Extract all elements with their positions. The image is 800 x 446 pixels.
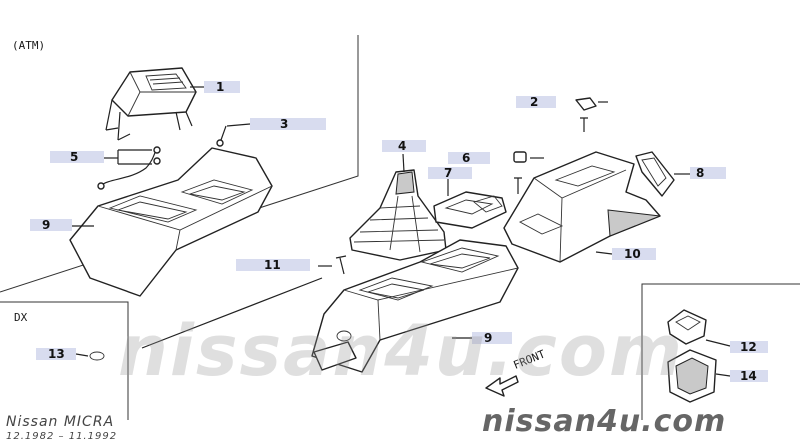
callout-number: 4 xyxy=(398,139,407,153)
bezel-7 xyxy=(433,178,507,229)
callout-11[interactable]: 11 xyxy=(236,258,310,272)
callout-1[interactable]: 1 xyxy=(204,80,240,94)
footer-site: nissan4u.com xyxy=(482,404,727,439)
watermark: nissan4u.com xyxy=(118,310,684,392)
callout-10[interactable]: 10 xyxy=(612,247,656,261)
callout-8[interactable]: 8 xyxy=(690,166,726,180)
callout-number: 1 xyxy=(216,80,225,94)
screw-fasteners xyxy=(335,117,588,275)
footer-years: 12.1982 – 11.1992 xyxy=(6,431,118,442)
callout-number: 9 xyxy=(484,331,493,345)
front-arrow-icon xyxy=(485,375,519,397)
shifter-housing xyxy=(105,67,197,141)
callout-3[interactable]: 3 xyxy=(250,117,326,131)
callout-6[interactable]: 6 xyxy=(448,151,490,165)
callout-9-atm[interactable]: 9 xyxy=(30,218,72,232)
callout-5[interactable]: 5 xyxy=(50,150,104,164)
callout-number: 11 xyxy=(264,258,281,272)
console-dx xyxy=(311,239,519,373)
shift-boot xyxy=(349,153,447,261)
switch-12 xyxy=(667,309,731,347)
callout-number: 5 xyxy=(70,150,79,164)
section-label-dx: DX xyxy=(14,311,28,324)
rod-11 xyxy=(141,277,323,349)
callout-number: 2 xyxy=(530,95,539,109)
callout-number: 9 xyxy=(42,218,51,232)
callout-2[interactable]: 2 xyxy=(516,95,556,109)
callout-number: 13 xyxy=(48,347,65,361)
clip-6 xyxy=(513,151,527,163)
callout-number: 8 xyxy=(696,166,705,180)
callout-number: 12 xyxy=(740,340,757,354)
screw-3 xyxy=(216,125,227,147)
console-atm xyxy=(69,147,273,297)
callout-14[interactable]: 14 xyxy=(730,369,768,383)
callout-number: 14 xyxy=(740,369,757,383)
callout-13[interactable]: 13 xyxy=(36,347,76,361)
clip-2 xyxy=(575,97,597,111)
leader-lines xyxy=(72,86,690,357)
callout-number: 7 xyxy=(444,166,453,180)
callout-number: 3 xyxy=(280,117,289,131)
callout-4[interactable]: 4 xyxy=(382,139,426,153)
rear-console xyxy=(503,151,661,263)
footer-model: Nissan MICRA xyxy=(6,414,115,430)
clip-13 xyxy=(89,351,105,361)
callout-number: 10 xyxy=(624,247,641,261)
side-panel-8 xyxy=(635,151,675,197)
callout-7[interactable]: 7 xyxy=(428,166,472,180)
callout-number: 6 xyxy=(462,151,471,165)
callout-12[interactable]: 12 xyxy=(730,340,768,354)
inset-section-frame xyxy=(641,283,800,420)
wire-harness xyxy=(97,146,161,190)
section-label-atm: (ATM) xyxy=(12,39,46,52)
callout-9-dx[interactable]: 9 xyxy=(472,331,512,345)
dx-section-frame xyxy=(0,301,129,420)
tray-14 xyxy=(667,349,731,403)
